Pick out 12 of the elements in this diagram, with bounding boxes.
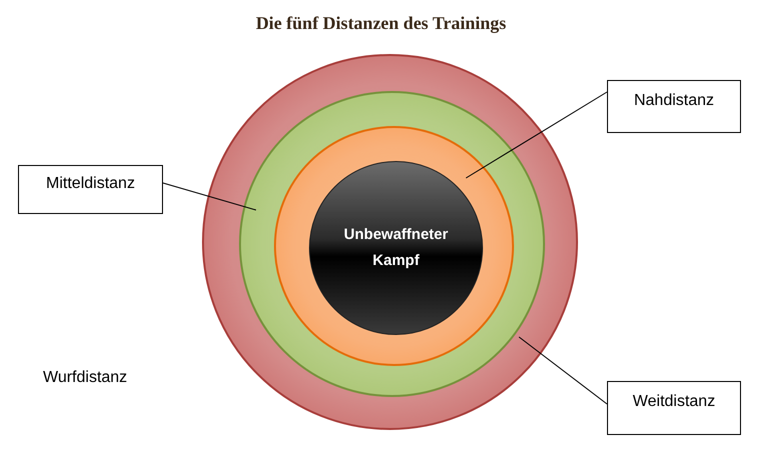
leader-line [518,336,608,404]
distance-label: Wurfdistanz [43,368,128,388]
leader-line [466,92,608,178]
node-label: Nahdistanz [634,90,714,110]
label-box [18,165,163,214]
title: Die fünf Distanzen des Trainings [254,12,508,35]
label-box [607,80,741,133]
node-label: Weitdistanz [632,392,716,412]
leader-line [162,182,256,210]
label-box [607,381,741,435]
node-label: Unbewaffneter Kampf [342,225,450,271]
node-label: Mitteldistanz [46,174,135,194]
